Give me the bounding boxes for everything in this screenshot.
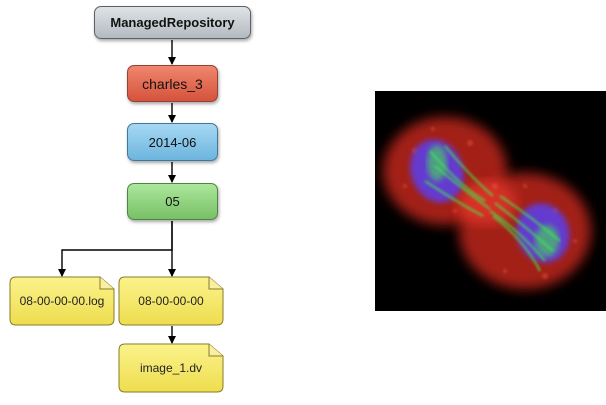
note-shape-icon — [9, 276, 115, 326]
note-shape-icon — [118, 276, 224, 326]
day-folder-label: 05 — [165, 194, 180, 209]
log-file-node: 08-00-00-00.log — [9, 276, 115, 326]
note-shape-icon — [118, 343, 224, 393]
log-file-label: 08-00-00-00.log — [19, 294, 105, 308]
user-folder-label: charles_3 — [142, 75, 203, 92]
arrow-day-log — [58, 221, 173, 277]
date-folder-label: 2014-06 — [148, 134, 197, 150]
date-folder-node: 2014-06 — [127, 123, 218, 161]
user-folder-node: charles_3 — [127, 65, 218, 102]
image-file-label: image_1.dv — [139, 361, 203, 375]
time-folder-node: 08-00-00-00 — [118, 276, 224, 326]
managed-repository-label: ManagedRepository — [110, 15, 235, 30]
microscopy-image — [375, 91, 606, 311]
dividing-cell-icon — [383, 117, 591, 289]
time-folder-label: 08-00-00-00 — [138, 294, 204, 308]
image-file-node: image_1.dv — [118, 343, 224, 393]
day-folder-node: 05 — [127, 183, 218, 220]
managed-repository-node: ManagedRepository — [94, 6, 251, 39]
